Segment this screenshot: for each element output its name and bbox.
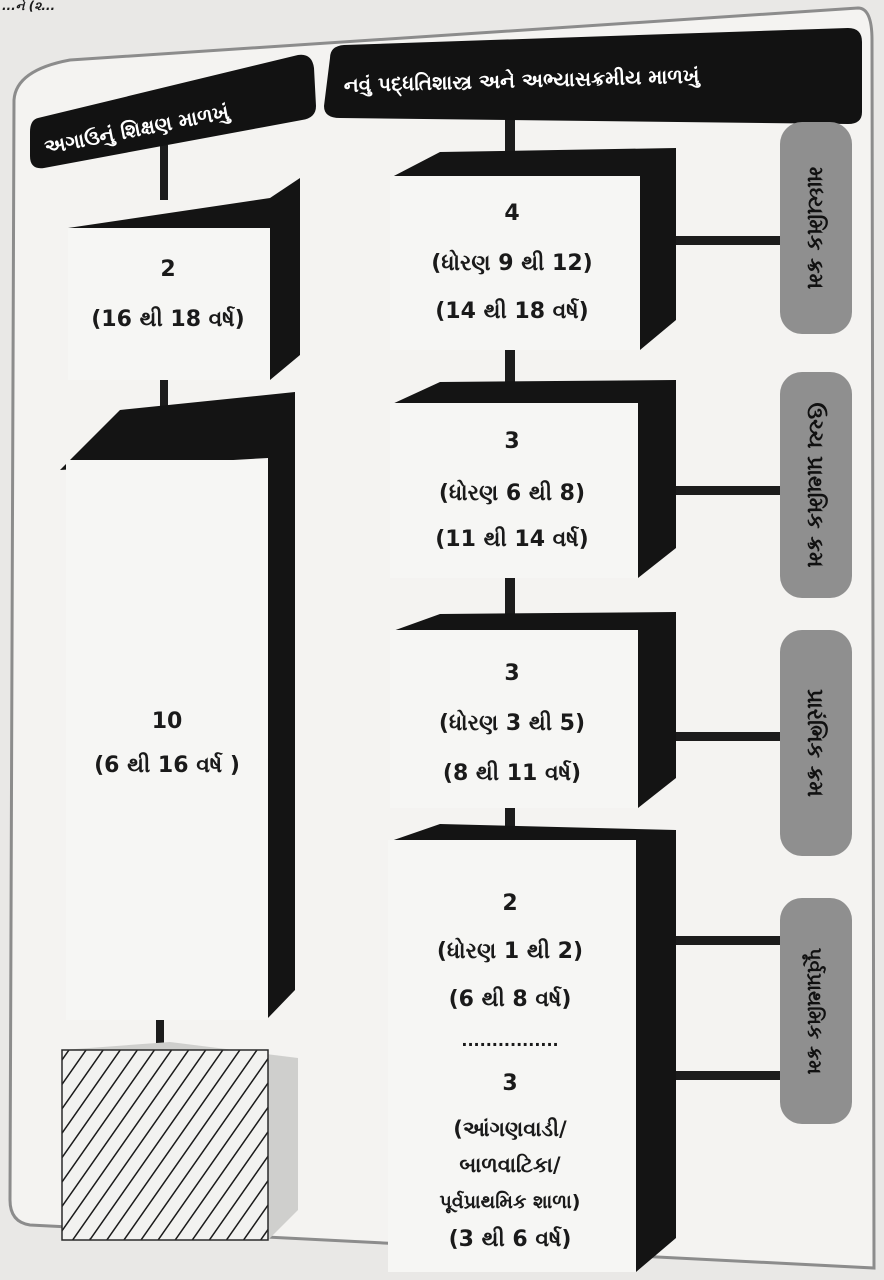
old-block-hatched bbox=[61, 1042, 298, 1241]
new-block-3-age: (8 થી 11 વર્ષ) bbox=[443, 760, 581, 786]
header-new-structure: નવું પદ્ધતિશાસ્ત્ર અને અભ્યાસક્રમીય માળખ… bbox=[324, 28, 862, 124]
new-block-2: 3 (ધોરણ 6 થી 8) (11 થી 14 વર્ષ) bbox=[390, 380, 676, 578]
new-block-3-years: 3 bbox=[504, 661, 519, 686]
connector-old-header bbox=[160, 145, 168, 200]
new-block-5-line3: પૂર્વપ્રાથમિક શાળા) bbox=[440, 1190, 581, 1213]
stage-preparatory: પ્રારંભિક ક્રમ bbox=[780, 630, 852, 856]
new-block-2-years: 3 bbox=[504, 429, 519, 454]
stage-secondary-label: માધ્યમિક ક્રમ bbox=[802, 167, 828, 290]
connector-new-1 bbox=[505, 348, 515, 393]
connector-new-3 bbox=[505, 805, 515, 835]
new-block-5-age: (3 થી 6 વર્ષ) bbox=[449, 1226, 572, 1252]
new-block-2-grade: (ધોરણ 6 થી 8) bbox=[439, 479, 585, 506]
new-block-5-line2: બાળવાટિકા/ bbox=[459, 1153, 561, 1177]
new-block-5-years: 3 bbox=[502, 1071, 517, 1096]
new-block-4-grade: (ધોરણ 1 થી 2) bbox=[437, 937, 583, 964]
connector-stage-1 bbox=[672, 236, 782, 245]
connector-stage-4a bbox=[672, 936, 782, 945]
connector-new-header bbox=[505, 98, 515, 170]
new-block-4: 2 (ધોરણ 1 થી 2) (6 થી 8 વર્ષ) ..........… bbox=[388, 824, 676, 1272]
new-block-4-age: (6 થી 8 વર્ષ) bbox=[449, 986, 572, 1012]
new-block-5-line1: (આંગણવાડી/ bbox=[453, 1117, 567, 1141]
new-block-4-years: 2 bbox=[502, 891, 517, 916]
new-block-divider: ................ bbox=[461, 1031, 558, 1050]
stage-preparatory-label: પ્રારંભિક ક્રમ bbox=[802, 689, 828, 798]
stage-foundational: પૂર્વપ્રાથમિક ક્રમ bbox=[780, 898, 852, 1124]
connector-old-2 bbox=[156, 1012, 164, 1052]
new-block-1-years: 4 bbox=[504, 201, 519, 226]
connector-stage-4b bbox=[672, 1071, 782, 1080]
new-block-3: 3 (ધોરણ 3 થી 5) (8 થી 11 વર્ષ) bbox=[390, 612, 676, 808]
old-block-1: 2 (16 થી 18 વર્ષ) bbox=[68, 178, 300, 380]
top-fragment-text: ...ને (૨... bbox=[2, 0, 55, 13]
stage-upper-primary-label: ઉચ્ચ પ્રાથમિક ક્રમ bbox=[802, 403, 828, 568]
old-block-1-years: 2 bbox=[160, 257, 175, 282]
new-block-1-grade: (ધોરણ 9 થી 12) bbox=[431, 249, 592, 276]
old-block-2-years: 10 bbox=[152, 709, 183, 734]
new-block-2-age: (11 થી 14 વર્ષ) bbox=[435, 526, 589, 552]
connector-new-2 bbox=[505, 575, 515, 625]
new-block-1-age: (14 થી 18 વર્ષ) bbox=[435, 298, 589, 324]
stage-foundational-label: પૂર્વપ્રાથમિક ક્રમ bbox=[803, 948, 827, 1075]
old-block-2: 10 (6 થી 16 વર્ષ ) bbox=[60, 392, 295, 1020]
old-block-1-age: (16 થી 18 વર્ષ) bbox=[91, 306, 245, 332]
connector-stage-2 bbox=[672, 486, 782, 495]
stage-secondary: માધ્યમિક ક્રમ bbox=[780, 122, 852, 334]
new-block-3-grade: (ધોરણ 3 થી 5) bbox=[439, 709, 585, 736]
connector-stage-3 bbox=[672, 732, 782, 741]
stage-upper-primary: ઉચ્ચ પ્રાથમિક ક્રમ bbox=[780, 372, 852, 598]
new-block-1: 4 (ધોરણ 9 થી 12) (14 થી 18 વર્ષ) bbox=[390, 148, 676, 350]
old-block-2-age: (6 થી 16 વર્ષ ) bbox=[94, 752, 240, 778]
connector-old-1 bbox=[160, 375, 168, 407]
